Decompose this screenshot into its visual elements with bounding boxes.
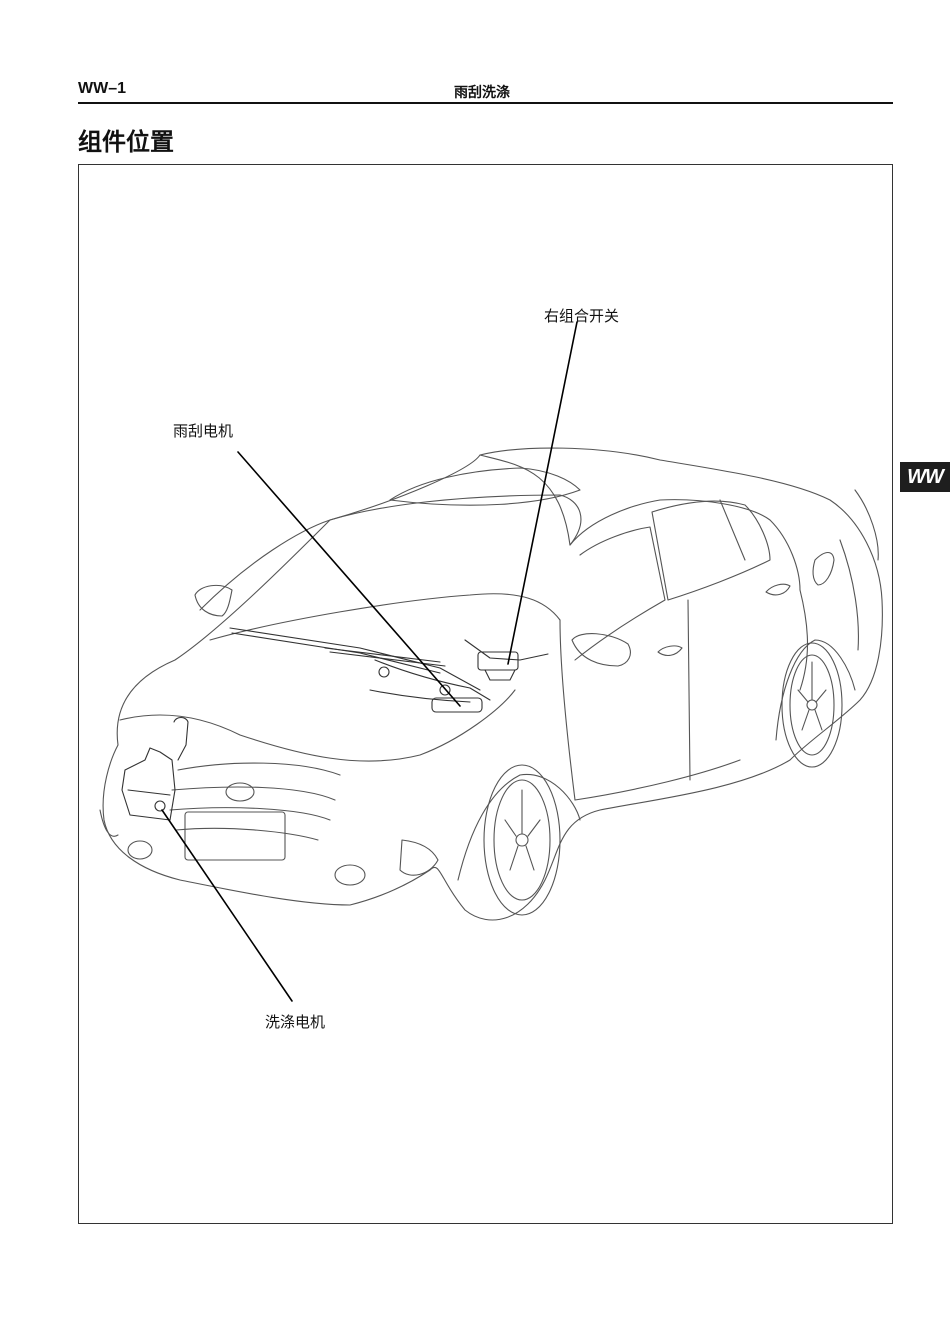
callout-washer-motor: 洗涤电机: [265, 1013, 326, 1031]
section-tab: WW: [900, 462, 950, 492]
page-code: WW–1: [78, 80, 126, 97]
callout-wiper-motor: 雨刮电机: [173, 422, 234, 440]
washer-reservoir: [121, 716, 189, 821]
combination-switch: [464, 639, 549, 681]
wiper-assembly: [229, 627, 491, 713]
figure-frame: [78, 164, 893, 1224]
section-name: 雨刮洗涤: [454, 85, 510, 101]
page-title: 组件位置: [78, 128, 174, 156]
callout-right-combo-switch: 右组合开关: [544, 307, 620, 325]
leader-lines: [161, 321, 578, 1002]
car-outline: [99, 447, 883, 921]
page-header: WW–1 雨刮洗涤: [78, 78, 893, 104]
